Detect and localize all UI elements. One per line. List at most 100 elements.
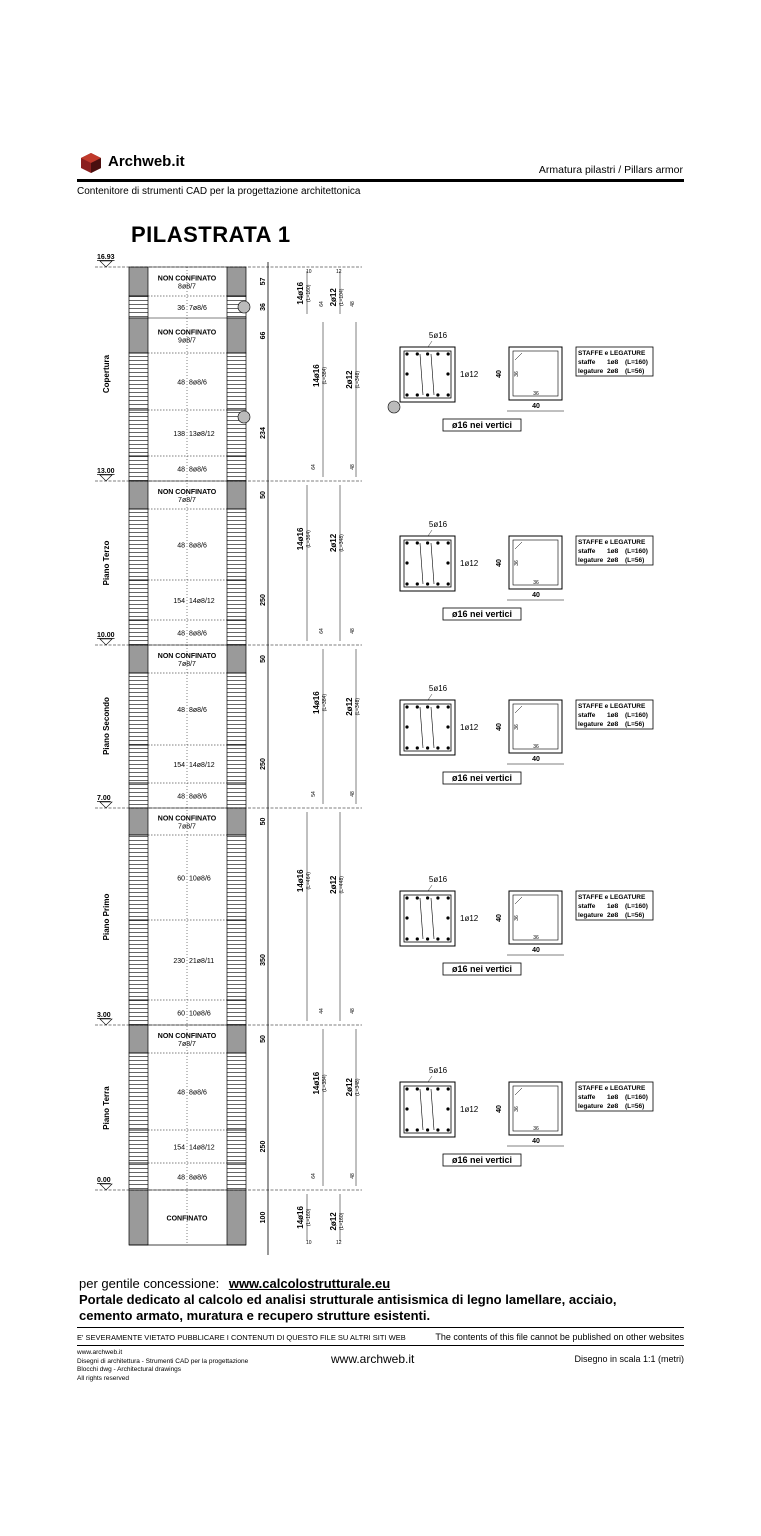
secondary-rebar-length: (L=348) <box>355 698 361 716</box>
stirrup-detail-outer <box>508 699 563 754</box>
level-marker-icon <box>99 1018 113 1026</box>
zone-dimension: 250 <box>260 594 267 606</box>
lap-length: 48 <box>350 628 356 634</box>
rebar-dot <box>426 705 430 709</box>
lap-length: 64 <box>311 464 317 470</box>
column-left-segment <box>128 266 149 297</box>
section-title: Armatura pilastri / Pillars armor <box>538 164 683 176</box>
stirrup-row-label: staffe <box>578 359 596 366</box>
main-rebar-length: (L=384) <box>322 694 328 712</box>
main-rebar-label: 14ø16 <box>296 281 305 304</box>
column-right-segment <box>226 455 247 482</box>
warning-english: The contents of this file cannot be publ… <box>435 1332 684 1342</box>
column-left-segment <box>128 834 149 921</box>
stirrup-row-bar: 1ø8 <box>607 903 619 910</box>
vertex-note: ø16 nei vertici <box>452 609 512 619</box>
leader-line <box>427 693 433 701</box>
rebar-dot <box>415 746 419 750</box>
secondary-rebar-length: (L=348) <box>339 534 345 552</box>
rebar-dot <box>446 561 450 565</box>
column-right-segment <box>226 1052 247 1131</box>
dim-outer-h: 40 <box>532 1138 540 1145</box>
rebar-dot <box>446 705 450 709</box>
rebar-dot <box>446 896 450 900</box>
tie-row-label: legature <box>578 1103 604 1110</box>
zone-stirrups: 13ø8/12 <box>189 431 215 438</box>
column-right-segment <box>226 672 247 746</box>
zone-dimension: 100 <box>260 1212 267 1224</box>
credit-link[interactable]: www.calcolostrutturale.eu <box>228 1276 391 1291</box>
rebar-dot <box>426 896 430 900</box>
section-outline <box>399 346 456 403</box>
tie-row-label: legature <box>578 721 604 728</box>
dim-inner-v: 36 <box>514 724 520 730</box>
zone-label: NON CONFINATO <box>158 1033 217 1040</box>
dim-inner-h: 36 <box>533 580 539 586</box>
zone-dimension: 50 <box>260 1035 267 1043</box>
rebar-dot <box>405 582 409 586</box>
zone-dimension: 250 <box>260 1141 267 1153</box>
zone-stirrups: 10ø8/6 <box>189 1011 211 1018</box>
stirrup-row-label: staffe <box>578 903 596 910</box>
top-bar-label: 5ø16 <box>429 331 448 340</box>
level-elevation: 16.93 <box>97 254 115 261</box>
side-bar-label: 1ø12 <box>460 1105 479 1114</box>
archweb-logo-icon <box>80 152 102 174</box>
rebar-dot <box>426 582 430 586</box>
zone-length: 48 <box>177 467 185 474</box>
footer-site[interactable]: www.archweb.it <box>331 1352 415 1366</box>
zone-label: NON CONFINATO <box>158 816 217 823</box>
stirrup-table-title: STAFFE e LEGATURE <box>578 350 646 357</box>
rebar-dot <box>446 352 450 356</box>
rebar-dot <box>436 705 440 709</box>
marker-circle-icon <box>237 410 251 424</box>
tie-line <box>419 1088 424 1131</box>
footer-rule-1 <box>77 1327 684 1328</box>
leader-line <box>427 884 433 892</box>
rebar-dot <box>405 916 409 920</box>
lap-length: 48 <box>350 1173 356 1179</box>
stirrup-table-box <box>575 346 654 377</box>
rebar-dot <box>426 1087 430 1091</box>
floor-name: Piano Terzo <box>102 541 111 586</box>
rebar-dot <box>436 582 440 586</box>
rebar-dot <box>446 937 450 941</box>
footer-rule-2 <box>77 1345 684 1346</box>
column-right-segment <box>226 1189 247 1246</box>
level-elevation: 13.00 <box>97 468 115 475</box>
zone-label: NON CONFINATO <box>158 276 217 283</box>
zone-stirrups: 8ø8/6 <box>189 794 207 801</box>
vertex-note-box <box>442 607 522 621</box>
main-rebar-label: 14ø16 <box>296 869 305 892</box>
level-marker-icon <box>99 260 113 268</box>
column-left-segment <box>128 1052 149 1131</box>
dim-inner-h: 36 <box>533 1126 539 1132</box>
rebar-dot <box>405 393 409 397</box>
zone-dimension: 50 <box>260 491 267 499</box>
rebar-dot <box>405 352 409 356</box>
dim-inner-v: 36 <box>514 371 520 377</box>
rebar-dot <box>426 1128 430 1132</box>
tie-row-label: legature <box>578 912 604 919</box>
rebar-dot <box>446 541 450 545</box>
rebar-dot <box>436 541 440 545</box>
tie-row-label: legature <box>578 557 604 564</box>
column-left-segment <box>128 619 149 646</box>
stirrup-outline <box>403 894 452 943</box>
info-line-3: Blocchi dwg - Architectural drawings <box>77 1366 182 1373</box>
level-elevation: 10.00 <box>97 632 115 639</box>
level-marker-icon <box>99 638 113 646</box>
dim-outer-v: 40 <box>496 1105 503 1113</box>
warning-italian: E' SEVERAMENTE VIETATO PUBBLICARE I CONT… <box>77 1333 406 1342</box>
secondary-rebar-length: (L=348) <box>355 1078 361 1096</box>
stirrup-detail-outer <box>508 890 563 945</box>
lap-length: 64 <box>319 301 325 307</box>
zone-stirrups: 8ø8/6 <box>189 707 207 714</box>
tie-row-bar: 2ø8 <box>607 912 619 919</box>
vertex-note: ø16 nei vertici <box>452 964 512 974</box>
rebar-dot <box>415 1087 419 1091</box>
side-bar-label: 1ø12 <box>460 370 479 379</box>
stirrup-table-title: STAFFE e LEGATURE <box>578 894 646 901</box>
